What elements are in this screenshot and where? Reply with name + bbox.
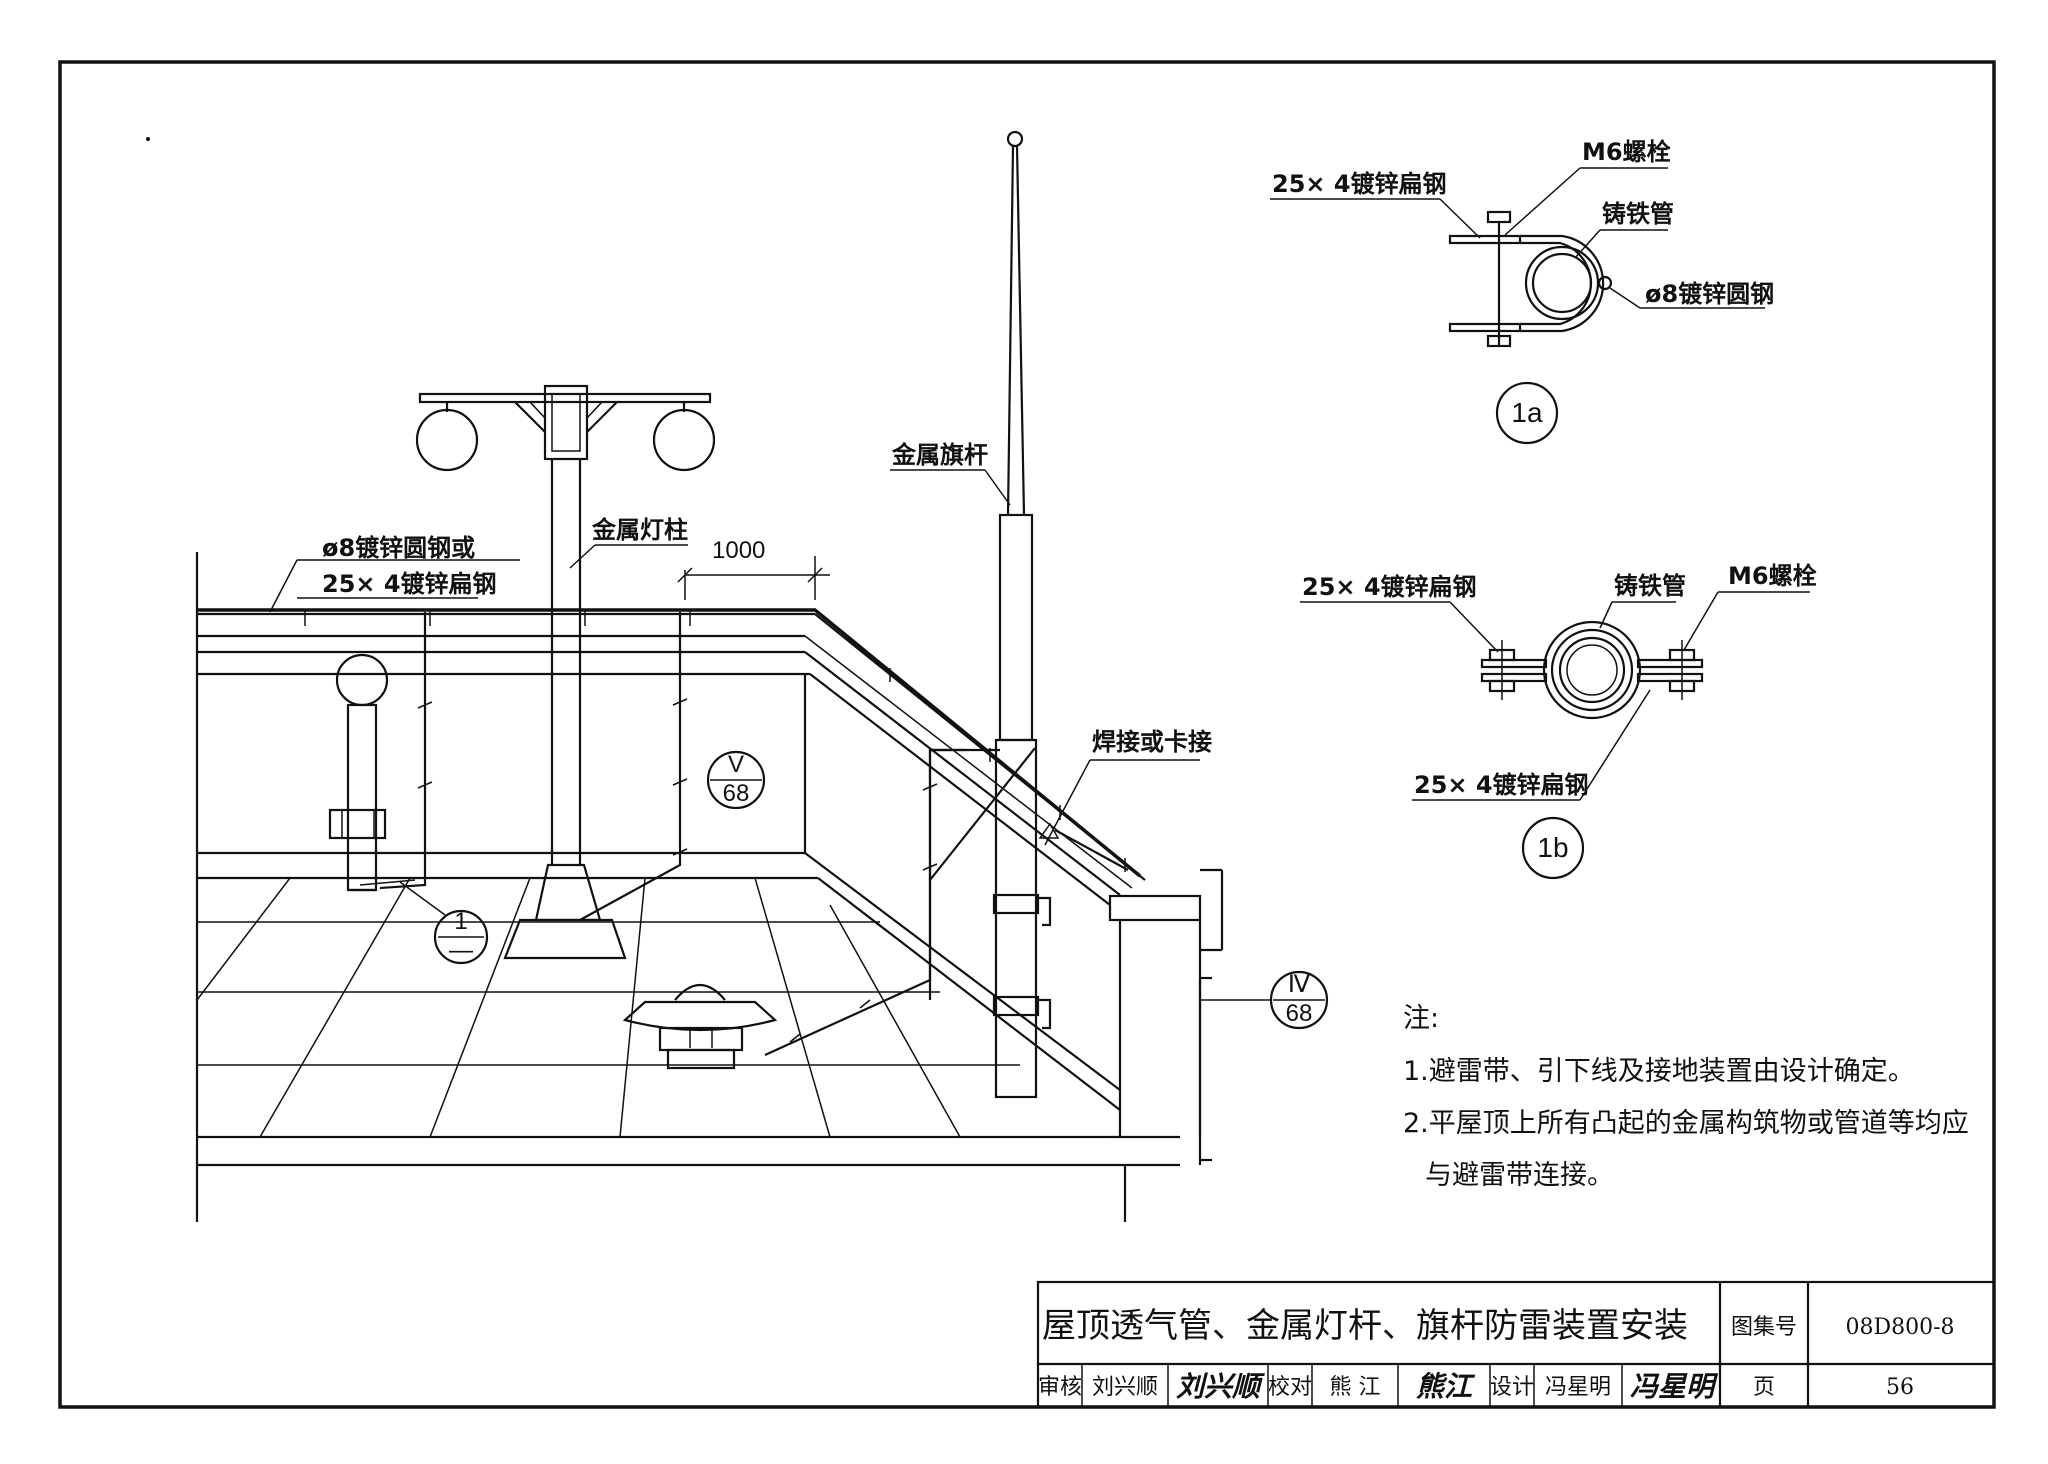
label-weld-or-clamp: 焊接或卡接 (1092, 728, 1212, 756)
checker-signature: 熊江 (1416, 1370, 1476, 1403)
callout-section-v: V 68 (706, 750, 766, 810)
callout-iv-bottom: 68 (1286, 1000, 1313, 1027)
atlas-label: 图集号 (1731, 1315, 1797, 1340)
designer-name: 冯星明 (1545, 1375, 1611, 1400)
callout-iv-top: Ⅳ (1288, 971, 1310, 998)
notes: 注: 1.避雷带、引下线及接地装置由设计确定。 2.平屋顶上所有凸起的金属构筑物… (1403, 1003, 1969, 1191)
detail-1a-tag: 1a (1511, 397, 1543, 428)
label-flat-steel-main: 25× 4镀锌扁钢 (322, 570, 497, 598)
dimension-1000: 1000 (712, 537, 765, 564)
callout-1-bottom: — (449, 937, 473, 964)
detail-1b-tag: 1b (1537, 832, 1568, 863)
detail-1a-cast-iron-pipe: 铸铁管 (1602, 200, 1674, 228)
title-block: 屋顶透气管、金属灯杆、旗杆防雷装置安装 图集号 08D800-8 审核 刘兴顺 … (1036, 1280, 1996, 1409)
vent-pipe (328, 653, 416, 892)
callout-detail-1: 1 — (399, 881, 489, 965)
callout-v-bottom: 68 (723, 780, 750, 807)
checker-name: 熊 江 (1330, 1375, 1381, 1400)
label-metal-flagpole: 金属旗杆 (891, 441, 988, 469)
lamp-post (415, 384, 716, 960)
detail-1a: 25× 4镀锌扁钢 M6螺栓 铸铁管 ø8镀锌圆钢 1a (1270, 138, 1774, 445)
detail-1b-cast-iron-pipe: 铸铁管 (1614, 572, 1686, 600)
callout-1-top: 1 (454, 908, 467, 935)
stray-dot (146, 137, 150, 141)
label-round-or-flat-steel: ø8镀锌圆钢或 (322, 534, 475, 562)
check-label: 校对 (1268, 1375, 1312, 1400)
main-labels: ø8镀锌圆钢或 25× 4镀锌扁钢 金属灯柱 金属旗杆 1000 焊接或卡接 (269, 441, 1212, 846)
lightning-strip (197, 608, 1142, 1057)
sheet-border (58, 60, 1996, 1409)
detail-1a-bolt: M6螺栓 (1582, 138, 1671, 166)
callout-v-top: V (728, 751, 744, 778)
detail-1b-bolt: M6螺栓 (1728, 562, 1817, 590)
label-metal-lamp-post: 金属灯柱 (591, 516, 688, 544)
roof-ventilator (622, 984, 778, 1070)
detail-1b: 25× 4镀锌扁钢 铸铁管 M6螺栓 25× 4镀锌扁钢 1b (1300, 562, 1817, 880)
detail-1a-round-steel: ø8镀锌圆钢 (1645, 280, 1774, 308)
note-2-line2: 与避雷带连接。 (1425, 1160, 1614, 1191)
note-2-line1: 2.平屋顶上所有凸起的金属构筑物或管道等均应 (1403, 1108, 1969, 1139)
atlas-number: 08D800-8 (1845, 1315, 1954, 1340)
detail-1b-flat-steel-bottom: 25× 4镀锌扁钢 (1414, 771, 1589, 799)
page-number: 56 (1886, 1375, 1914, 1400)
designer-signature: 冯星明 (1630, 1370, 1719, 1403)
detail-1b-flat-steel-top: 25× 4镀锌扁钢 (1302, 573, 1477, 601)
review-label: 审核 (1038, 1375, 1082, 1400)
design-label: 设计 (1490, 1375, 1534, 1400)
page-label: 页 (1753, 1375, 1775, 1400)
detail-1a-flat-steel: 25× 4镀锌扁钢 (1272, 170, 1447, 198)
reviewer-signature: 刘兴顺 (1176, 1370, 1265, 1403)
note-1: 1.避雷带、引下线及接地装置由设计确定。 (1403, 1056, 1915, 1087)
callout-section-iv: Ⅳ 68 (1269, 970, 1329, 1030)
notes-heading: 注: (1403, 1003, 1439, 1034)
reviewer-name: 刘兴顺 (1092, 1375, 1158, 1400)
roof-perspective (195, 552, 1272, 1222)
flagpole (992, 130, 1052, 1099)
drawing-title: 屋顶透气管、金属灯杆、旗杆防雷装置安装 (1042, 1306, 1688, 1346)
